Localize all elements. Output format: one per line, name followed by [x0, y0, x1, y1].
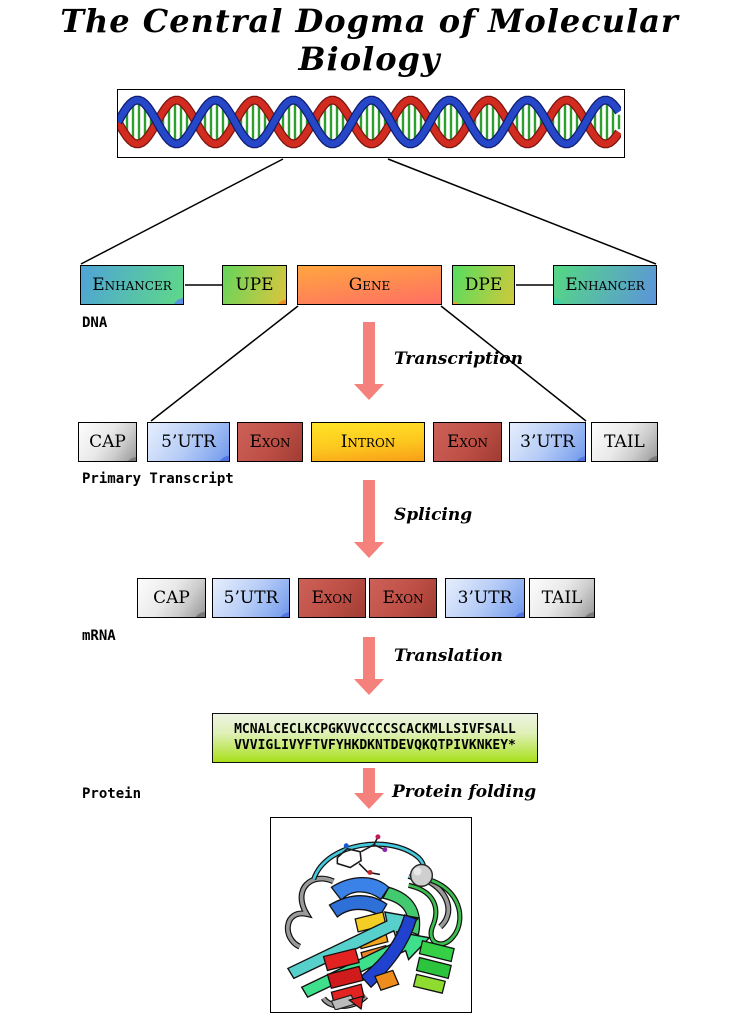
protein-row-label: Protein — [82, 786, 142, 802]
transcription-arrow — [354, 322, 384, 400]
protein-folding-arrow — [354, 768, 384, 809]
folded-protein-image — [270, 817, 472, 1013]
protein-sequence-box: MCNALCECLKCPGKVVCCCCSCACKMLLSIVFSALL VVV… — [212, 713, 538, 763]
pt-box-exon-1: Exon — [237, 422, 303, 462]
mrna-row-label: mRNA — [82, 628, 116, 644]
splicing-arrow — [354, 480, 384, 558]
mrna-box-tail: TAIL — [529, 578, 595, 618]
dna-row-label: DNA — [82, 315, 108, 331]
mrna-box-5utr: 5’UTR — [212, 578, 290, 618]
dna-box-enhancer-left: Enhancer — [80, 265, 184, 305]
protein-sequence-line-1: MCNALCECLKCPGKVVCCCCSCACKMLLSIVFSALL — [234, 722, 516, 737]
translation-label: Translation — [394, 646, 503, 666]
mrna-box-cap: CAP — [137, 578, 206, 618]
transcription-label: Transcription — [394, 349, 523, 369]
dna-box-dpe: DPE — [452, 265, 515, 305]
pt-box-cap: CAP — [78, 422, 137, 462]
translation-arrow — [354, 637, 384, 695]
dna-box-upe: UPE — [222, 265, 287, 305]
dna-box-enhancer-right: Enhancer — [553, 265, 657, 305]
protein-sequence-line-2: VVVIGLIVYFTVFYHKDKNTDEVQKQTPIVKNKEY* — [234, 738, 516, 753]
splicing-label: Splicing — [394, 505, 473, 525]
protein-folding-label: Protein folding — [392, 782, 537, 802]
pt-box-5utr: 5’UTR — [147, 422, 230, 462]
page-title: The Central Dogma of Molecular Biology — [60, 2, 679, 78]
dna-box-gene: Gene — [297, 265, 442, 305]
pt-box-intron: Intron — [311, 422, 425, 462]
pt-box-3utr: 3’UTR — [509, 422, 586, 462]
mrna-box-exon-2: Exon — [369, 578, 437, 618]
mrna-box-exon-1: Exon — [298, 578, 366, 618]
dna-helix-image — [114, 89, 625, 158]
pt-box-tail: TAIL — [591, 422, 658, 462]
mrna-box-3utr: 3’UTR — [445, 578, 525, 618]
primary-transcript-row-label: Primary Transcript — [82, 471, 234, 487]
pt-box-exon-2: Exon — [433, 422, 502, 462]
protein-ribbon-svg — [284, 834, 463, 1010]
dna-helix-svg — [114, 95, 623, 149]
